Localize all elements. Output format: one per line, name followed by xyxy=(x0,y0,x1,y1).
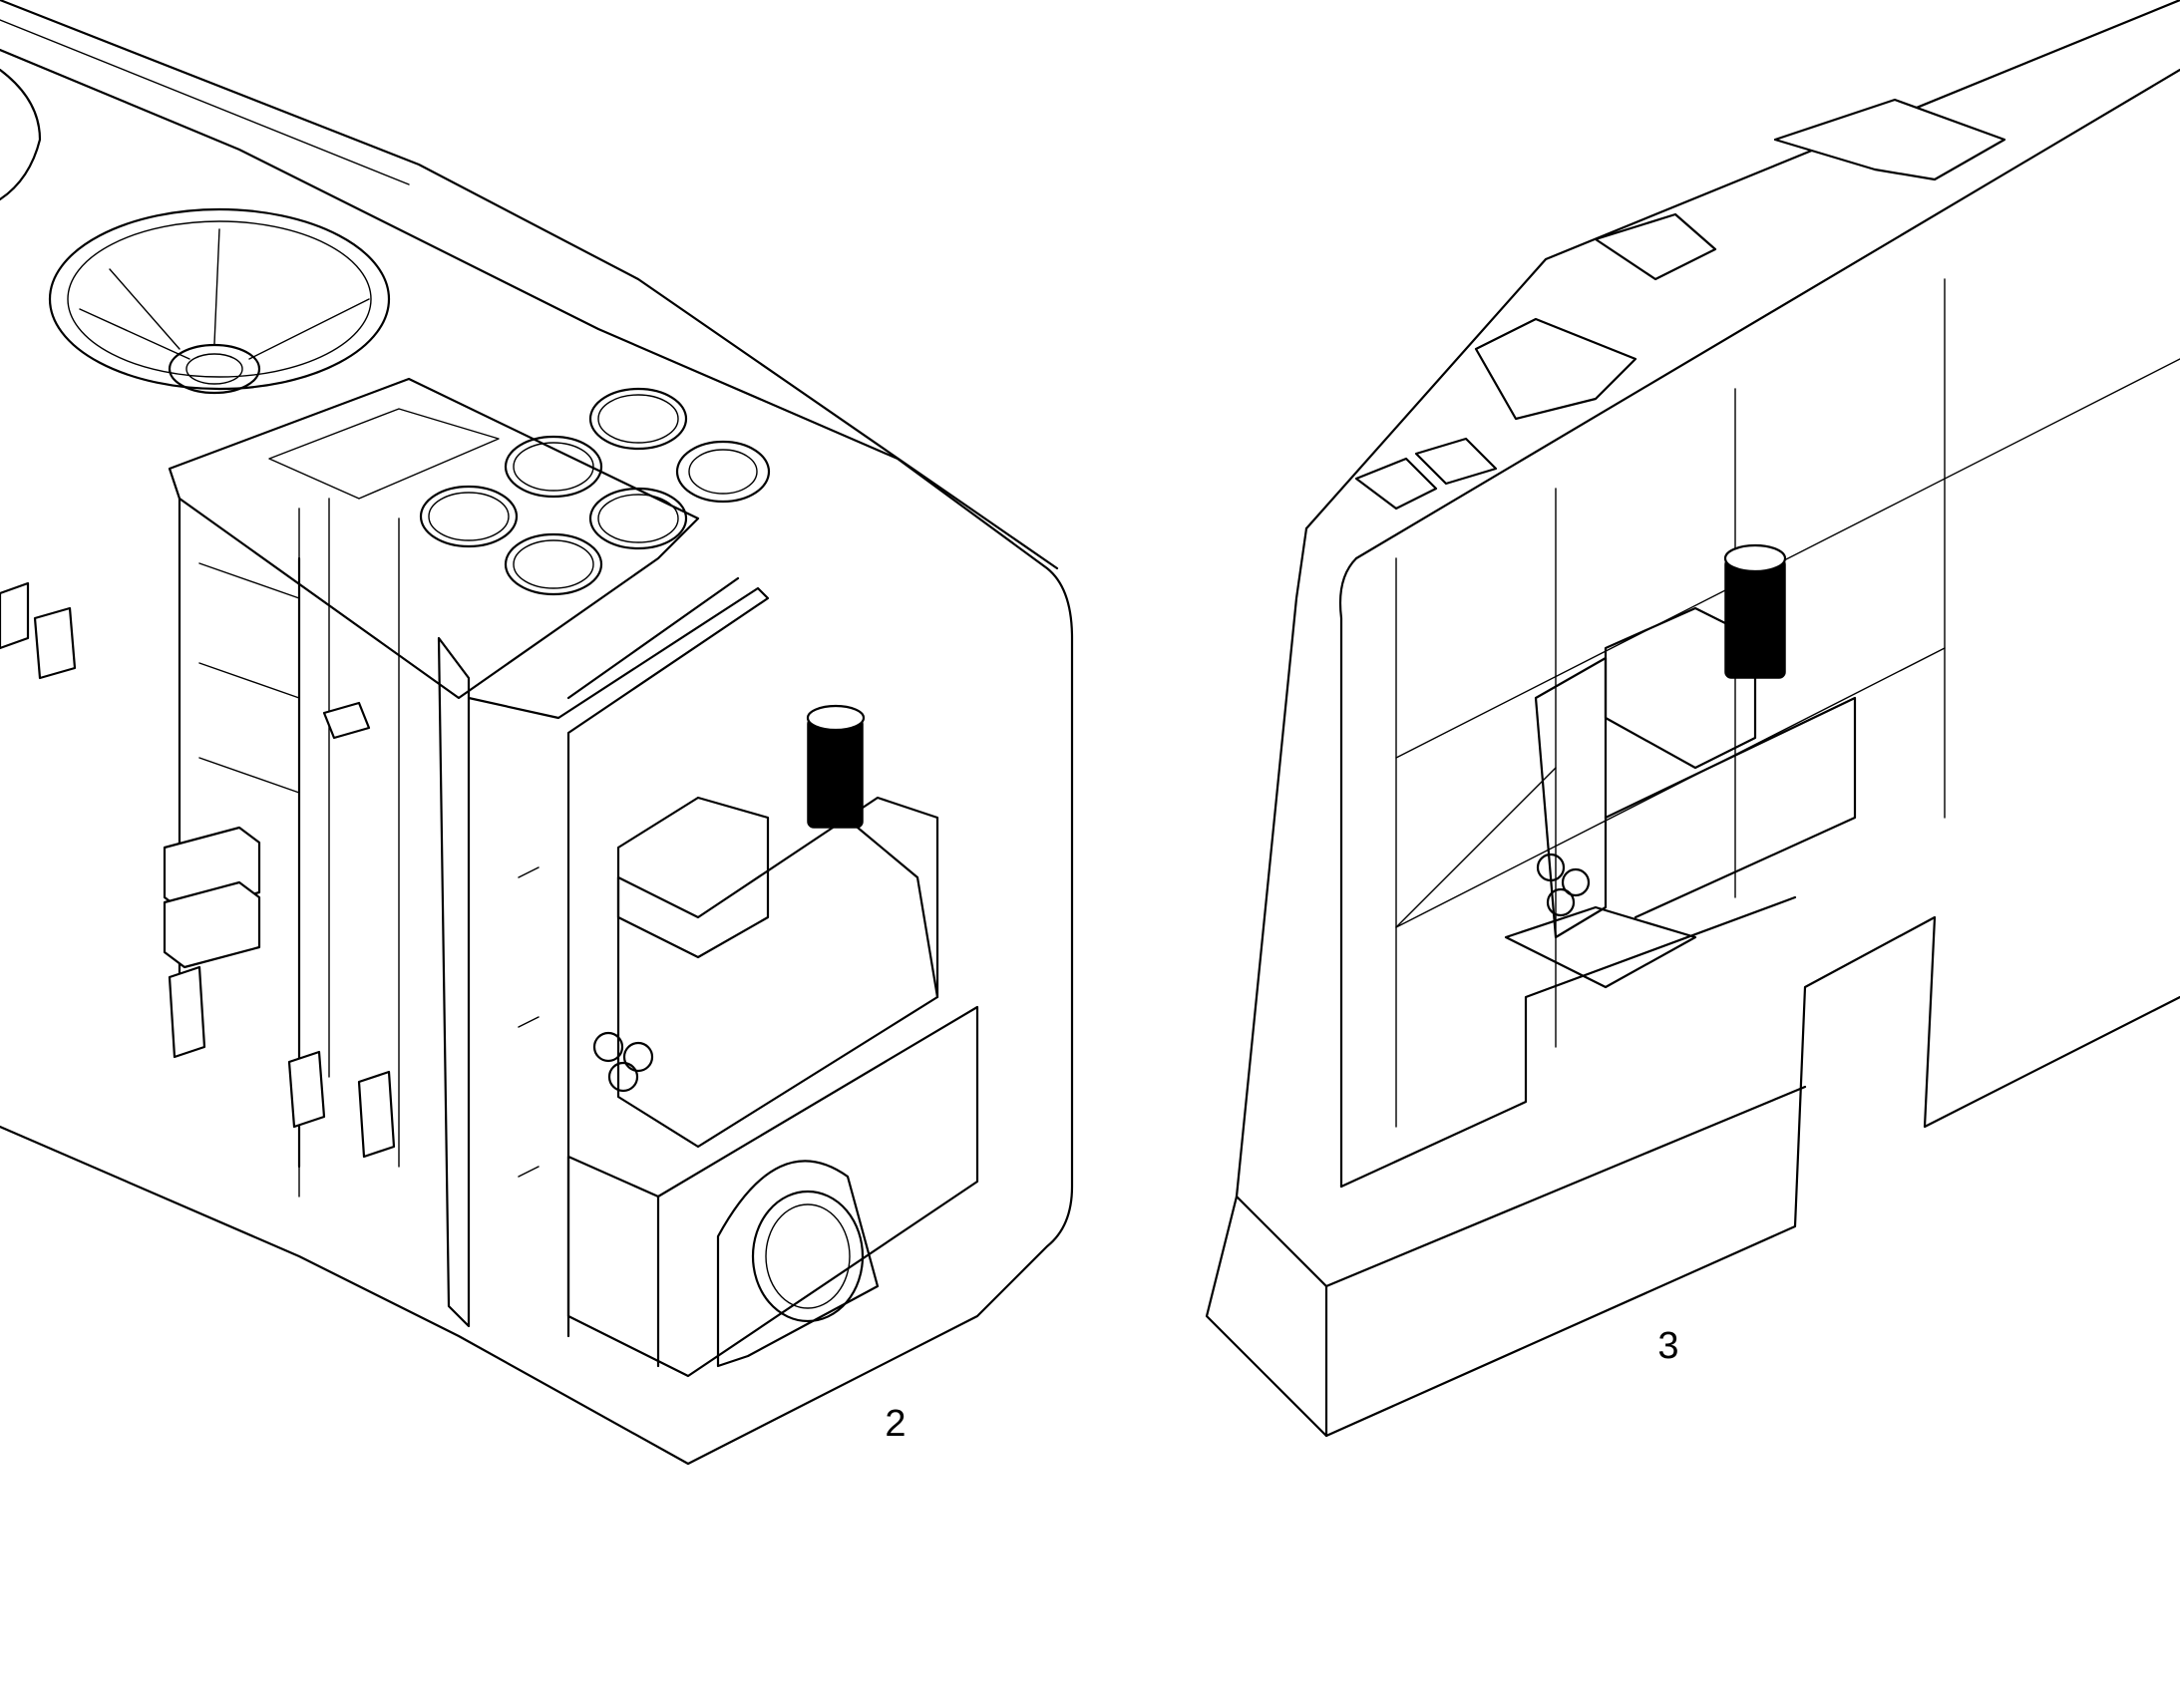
pump-unit xyxy=(592,704,939,1149)
view-2-drawing xyxy=(0,0,1074,1466)
top-opening-large xyxy=(48,207,391,395)
flange-opening xyxy=(716,1160,880,1368)
view-label-3: 3 xyxy=(1657,1325,1678,1367)
side-brackets xyxy=(0,581,396,1159)
pump-unit-3 xyxy=(1504,543,1857,989)
view-3-drawing xyxy=(1205,0,2180,1438)
view-label-2: 2 xyxy=(885,1403,906,1445)
hatch-covers xyxy=(419,387,771,596)
top-plates xyxy=(1354,98,2006,511)
